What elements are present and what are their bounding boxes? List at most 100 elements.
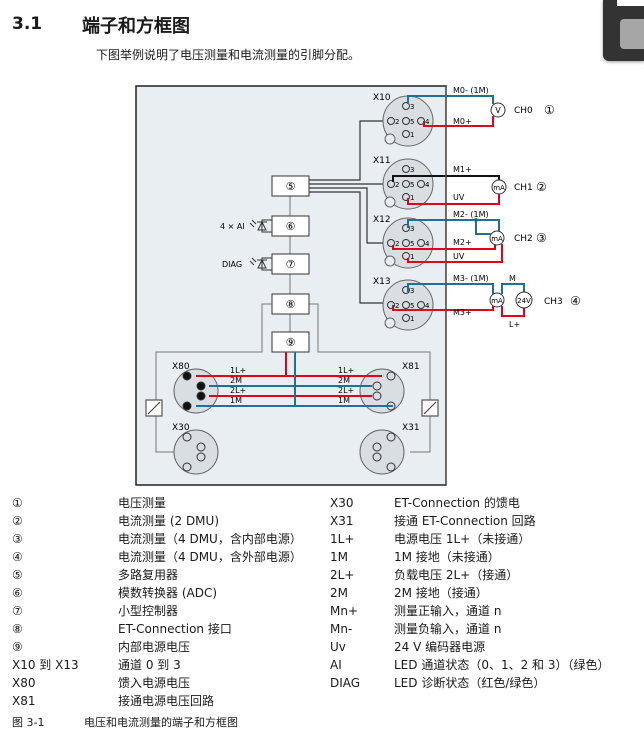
legend-key: 1L+ (330, 532, 355, 546)
legend-value: 小型控制器 (118, 604, 179, 618)
block-controller: ⑦ (271, 253, 310, 275)
legend-key: Mn- (330, 622, 353, 636)
legend-value: 电压测量 (118, 496, 167, 510)
svg-text:4: 4 (425, 181, 430, 189)
legend-key: AI (330, 658, 342, 672)
svg-text:X13: X13 (373, 277, 391, 287)
legend-value: 2M 接地（接通） (394, 586, 488, 600)
svg-text:5: 5 (410, 302, 414, 310)
svg-text:4: 4 (425, 240, 430, 248)
svg-text:⑨: ⑨ (286, 336, 296, 349)
legend-key: X81 (12, 694, 36, 708)
legend-key: Uv (330, 640, 346, 654)
block-adc: ⑥ (271, 215, 310, 237)
legend-value: 馈入电源电压 (118, 676, 191, 690)
legend-key: X31 (330, 514, 354, 528)
svg-text:⑤: ⑤ (286, 180, 296, 193)
legend-value: 电流测量（4 DMU，含外部电源） (118, 550, 302, 564)
ch3-minus-label: M3- (1M) (453, 274, 489, 283)
connector-x30: X30 (172, 423, 219, 475)
svg-text:X31: X31 (402, 423, 420, 433)
legend-key: X80 (12, 676, 36, 690)
svg-text:V: V (495, 106, 501, 115)
legend-value: 内部电源电压 (118, 640, 191, 654)
supply-ch3-24v: 24V (515, 291, 533, 309)
window-control-widget[interactable] (603, 0, 644, 61)
intro-text: 下图举例说明了电压测量和电流测量的引脚分配。 (96, 48, 361, 62)
legend-value: 模数转换器 (ADC) (118, 586, 218, 600)
ch0-ref: ① (544, 103, 555, 117)
svg-text:1: 1 (410, 315, 414, 323)
meter-ch1-ammeter: mA (491, 179, 507, 195)
legend-value: LED 通道状态（0、1、2 和 3）（绿色） (394, 658, 610, 672)
ch1-plus-label: M1+ (453, 165, 472, 174)
svg-text:5: 5 (410, 240, 414, 248)
ch2-minus-label: M2- (1M) (453, 210, 489, 219)
block-internal-supply: ⑨ (271, 331, 310, 353)
legend-key: ⑦ (12, 604, 23, 618)
ch1-label: CH1 (514, 183, 533, 193)
x81-2lplus-label: 2L+ (338, 386, 354, 395)
svg-text:X30: X30 (172, 423, 190, 433)
svg-text:X11: X11 (373, 156, 391, 166)
svg-text:1: 1 (410, 131, 414, 139)
svg-text:X10: X10 (373, 93, 391, 103)
legend-value: LED 诊断状态（红色/绿色） (394, 676, 546, 690)
legend-value: 电流测量 (2 DMU) (118, 514, 220, 528)
block-et-connection: ⑧ (271, 293, 310, 315)
svg-text:4: 4 (425, 118, 430, 126)
led-ai-label: 4 × AI (220, 222, 245, 231)
svg-text:3: 3 (410, 103, 414, 111)
svg-text:2: 2 (395, 240, 399, 248)
svg-text:3: 3 (410, 166, 414, 174)
svg-text:2: 2 (395, 302, 399, 310)
legend-value: 24 V 编码器电源 (394, 640, 486, 654)
led-ai-icon (249, 219, 272, 233)
legend-key: ③ (12, 532, 23, 546)
svg-text:mA: mA (491, 235, 503, 243)
svg-text:4: 4 (425, 302, 430, 310)
ch1-uv-label: UV (453, 193, 465, 202)
svg-text:24V: 24V (517, 297, 531, 305)
svg-text:2: 2 (395, 118, 399, 126)
connector-x13: X13 3 2 5 4 1 (373, 277, 434, 331)
meter-ch3-ammeter: mA (489, 292, 505, 308)
legend-value: 多路复用器 (118, 568, 179, 582)
legend-value: 接通 ET-Connection 回路 (394, 514, 536, 528)
svg-text:X80: X80 (172, 362, 190, 372)
figure-caption: 图 3-1 电压和电流测量的端子和方框图 (12, 714, 238, 730)
legend-value: 通道 0 到 3 (118, 658, 181, 672)
connector-x31: X31 (359, 423, 420, 475)
block-multiplexer: ⑤ (271, 175, 310, 197)
legend-key: 2L+ (330, 568, 355, 582)
connector-x10: X10 3 2 5 4 1 (373, 93, 434, 147)
led-diag-label: DIAG (222, 260, 242, 269)
legend-key: ⑧ (12, 622, 23, 636)
section-title: 端子和方框图 (82, 16, 190, 37)
svg-text:2: 2 (395, 181, 399, 189)
legend-key: ① (12, 496, 23, 510)
meter-ch0-voltmeter: V (490, 102, 506, 118)
svg-text:1: 1 (410, 194, 414, 202)
legend-key: ⑨ (12, 640, 23, 654)
ch0-plus-label: M0+ (453, 117, 472, 126)
legend-key: 1M (330, 550, 348, 564)
ch2-plus-label: M2+ (453, 238, 472, 247)
section-number: 3.1 (12, 14, 43, 34)
legend-key: ② (12, 514, 23, 528)
ch2-uv-label: UV (453, 252, 465, 261)
svg-text:⑥: ⑥ (286, 220, 296, 233)
svg-text:⑦: ⑦ (286, 258, 296, 271)
svg-text:3: 3 (410, 287, 414, 295)
legend-key: 2M (330, 586, 348, 600)
svg-text:3: 3 (410, 225, 414, 233)
legend-key: DIAG (330, 676, 361, 690)
window-widget-button[interactable] (620, 19, 644, 49)
ch1-ref: ② (536, 180, 547, 194)
svg-text:mA: mA (491, 297, 503, 305)
svg-text:X12: X12 (373, 215, 391, 225)
svg-text:5: 5 (410, 118, 414, 126)
svg-text:X81: X81 (402, 362, 420, 372)
